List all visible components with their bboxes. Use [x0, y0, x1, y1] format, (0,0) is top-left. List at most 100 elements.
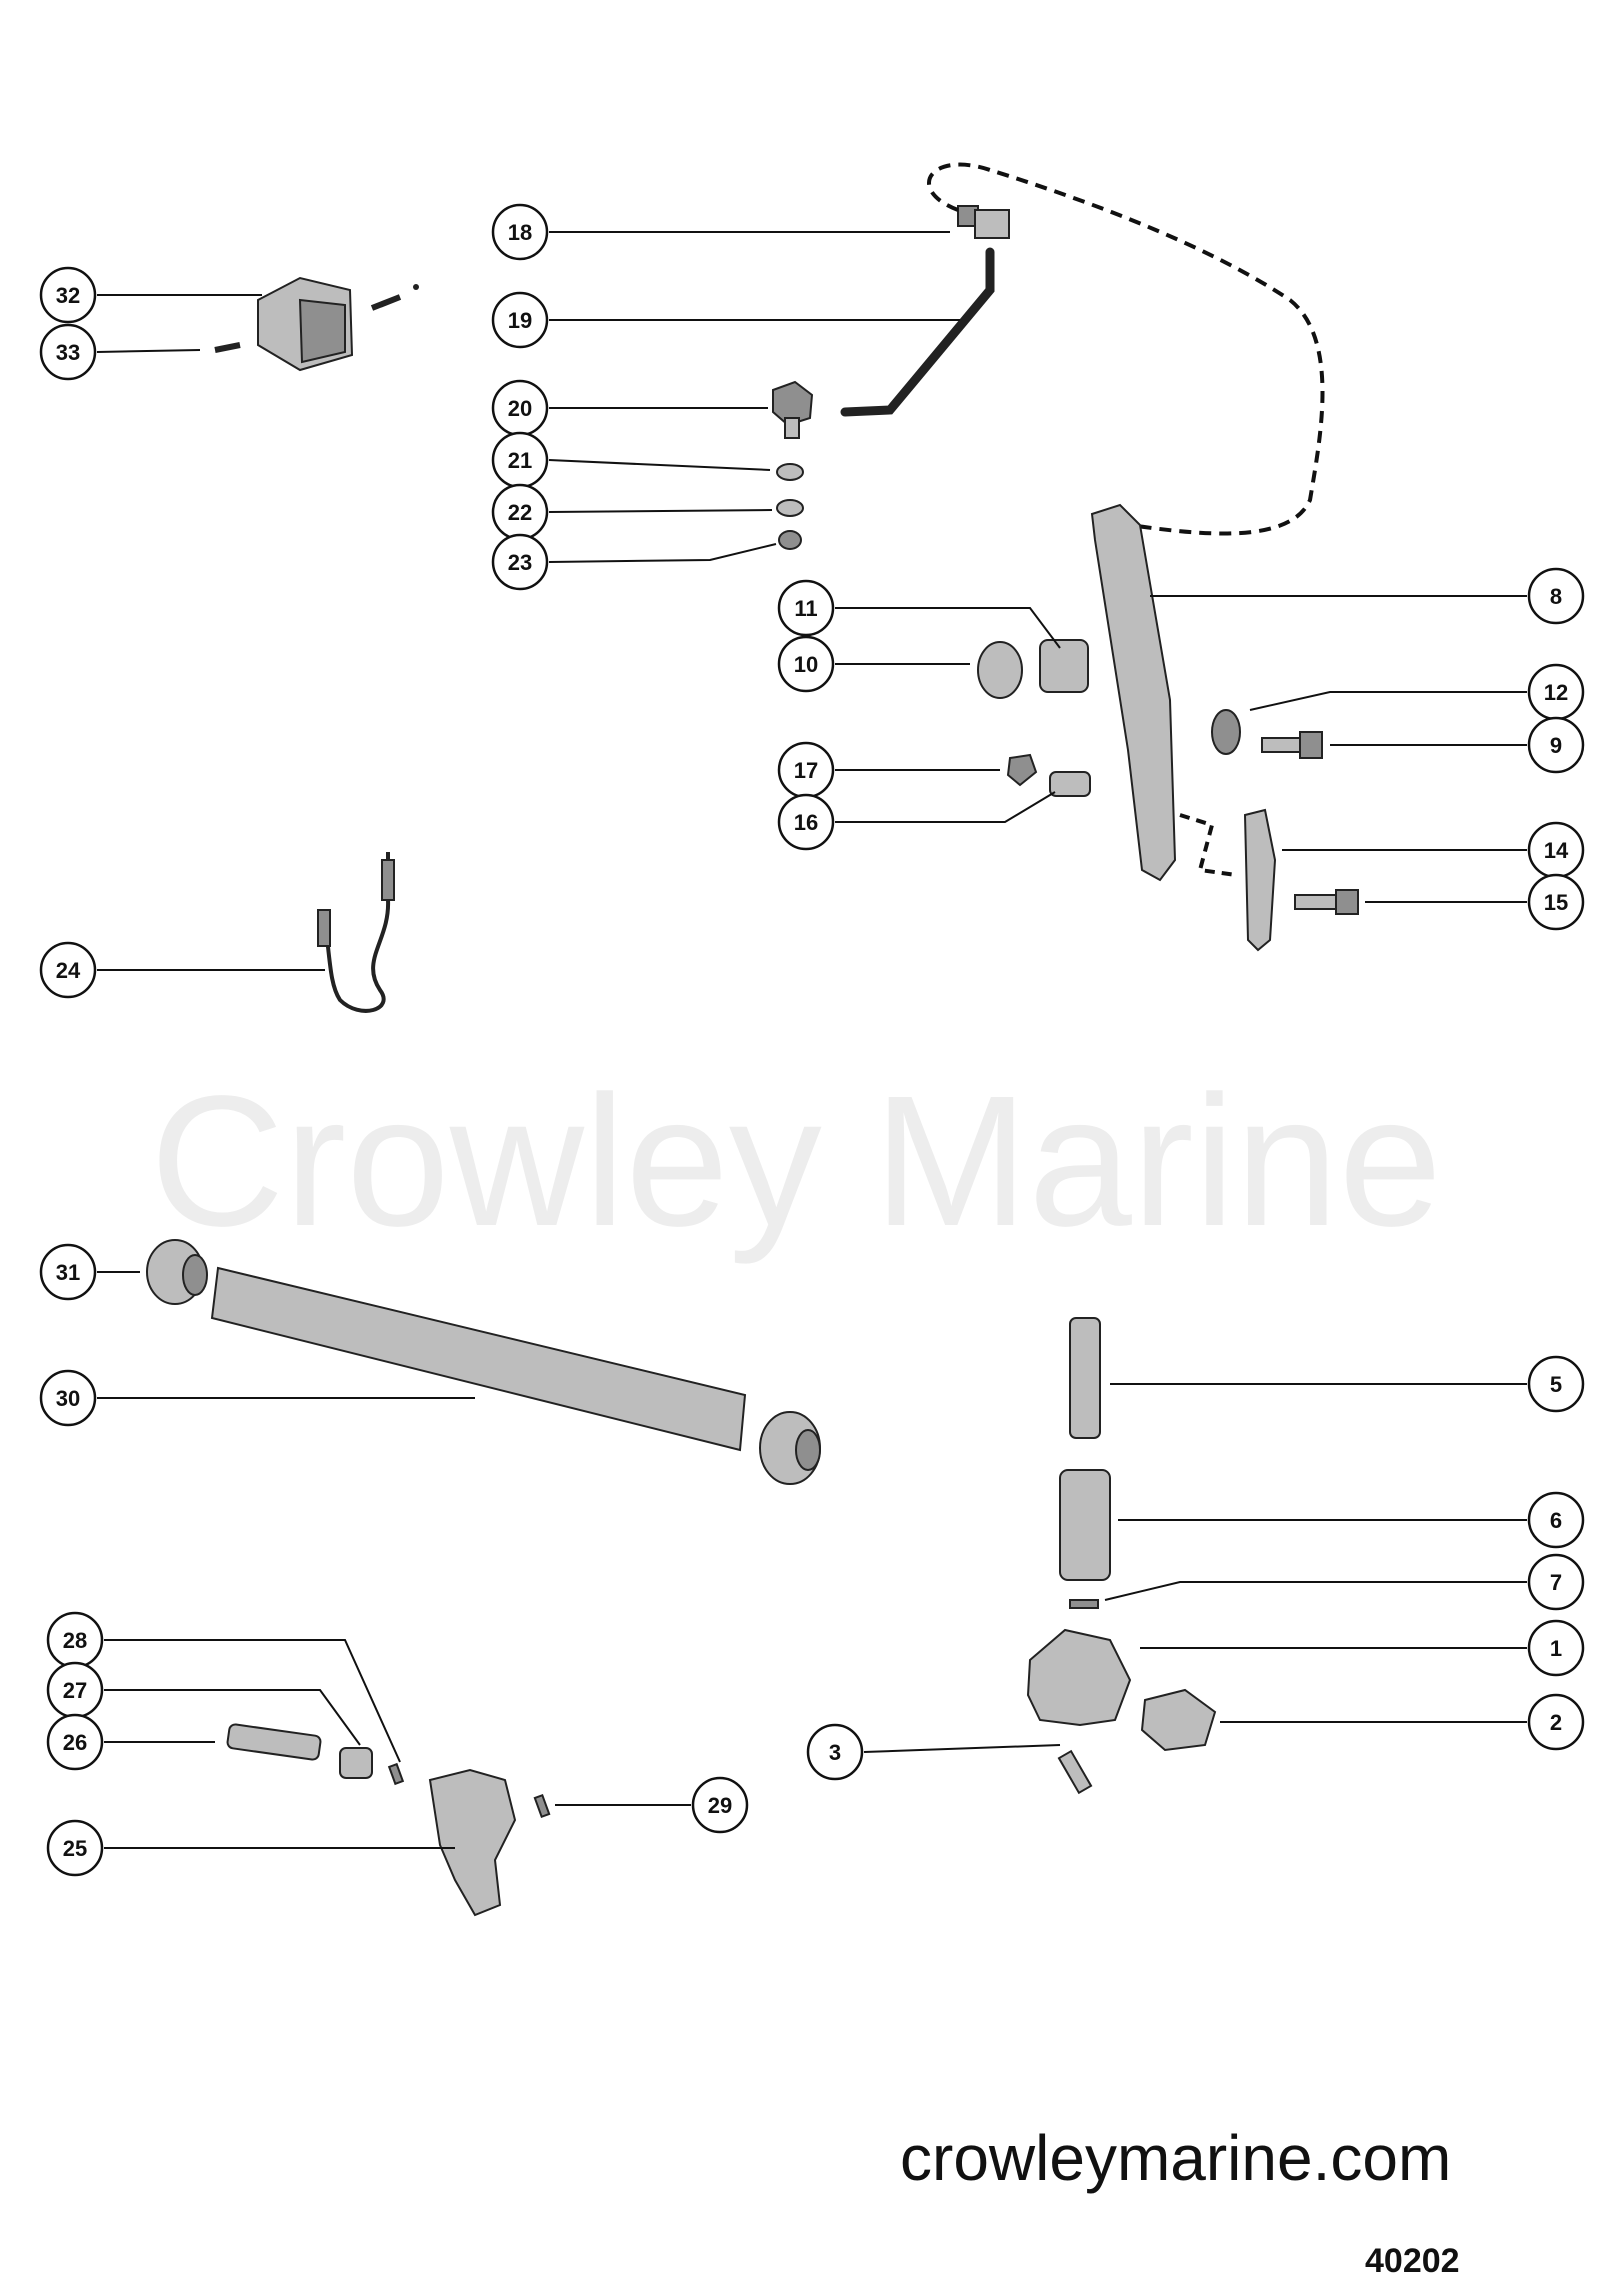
diagram-number: 40202	[1365, 2242, 1460, 2280]
callout-31-circle	[39, 1243, 97, 1301]
callout-7: 7	[1104, 1553, 1585, 1611]
callout-23: 23	[491, 533, 777, 591]
callout-6: 6	[1118, 1491, 1585, 1549]
callout-26: 26	[46, 1713, 215, 1771]
callout-7-number: 7	[1550, 1570, 1562, 1595]
part-29-pin	[533, 1793, 551, 1819]
callout-11-circle	[777, 579, 835, 637]
part-32-screw	[370, 284, 419, 311]
callout-30: 30	[39, 1369, 475, 1427]
part-10-washer	[977, 641, 1023, 699]
callout-8: 8	[1150, 567, 1585, 625]
part-14-link	[1243, 808, 1277, 952]
callout-15-number: 15	[1544, 890, 1568, 915]
part-25-lever	[428, 1768, 517, 1917]
callout-16-leader-line	[835, 791, 1056, 823]
part-5-pin	[1069, 1317, 1101, 1439]
callout-33-leader-line	[96, 349, 201, 353]
callout-2-circle	[1527, 1693, 1585, 1751]
part-2-block	[1140, 1688, 1217, 1752]
callout-9-number: 9	[1550, 733, 1562, 758]
callout-11-number: 11	[794, 596, 817, 621]
callout-7-leader-line	[1104, 1581, 1527, 1601]
callout-24-number: 24	[56, 958, 81, 983]
callout-3: 3	[806, 1723, 1061, 1781]
callout-19-number: 19	[508, 308, 532, 333]
part-18-screw	[957, 205, 1010, 239]
callout-1: 1	[1140, 1619, 1585, 1677]
part-30-tube	[210, 1266, 747, 1452]
part-7-pin	[1069, 1599, 1099, 1609]
part-8-lever	[1090, 503, 1177, 882]
callout-29-number: 29	[708, 1793, 732, 1818]
callout-19: 19	[491, 291, 960, 349]
callout-14-number: 14	[1544, 838, 1569, 863]
callout-5: 5	[1110, 1355, 1585, 1413]
callout-22-number: 22	[508, 500, 532, 525]
callout-24: 24	[39, 941, 325, 999]
part-26-pin	[226, 1723, 322, 1761]
callout-14: 14	[1282, 821, 1585, 879]
callout-30-number: 30	[56, 1386, 80, 1411]
callout-16-circle	[777, 793, 835, 851]
callout-7-circle	[1527, 1553, 1585, 1611]
callout-24-circle	[39, 941, 97, 999]
callout-3-leader-line	[863, 1744, 1061, 1753]
part-23-nut	[778, 530, 802, 550]
part-32-bracket	[257, 276, 354, 372]
callout-33-circle	[39, 323, 97, 381]
callout-19-circle	[491, 291, 549, 349]
callout-17: 17	[777, 741, 1000, 799]
callout-20-number: 20	[508, 396, 532, 421]
callout-10: 10	[777, 635, 970, 693]
callout-25-number: 25	[63, 1836, 87, 1861]
callout-9-circle	[1527, 716, 1585, 774]
callout-3-circle	[806, 1723, 864, 1781]
callout-2-number: 2	[1550, 1710, 1562, 1735]
callout-28-number: 28	[63, 1628, 87, 1653]
callout-31-number: 31	[56, 1260, 80, 1285]
callout-21: 21	[491, 431, 771, 489]
callout-32-number: 32	[56, 283, 80, 308]
part-12-washer	[1211, 709, 1241, 755]
callout-29-circle	[691, 1776, 749, 1834]
watermark-text: Crowley Marine	[150, 1058, 1442, 1265]
callout-18-circle	[491, 203, 549, 261]
callout-11: 11	[777, 579, 1061, 649]
callout-32: 32	[39, 266, 262, 324]
callout-25-circle	[46, 1819, 104, 1877]
callout-17-number: 17	[794, 758, 818, 783]
callout-29: 29	[555, 1776, 749, 1834]
callout-26-circle	[46, 1713, 104, 1771]
callout-3-number: 3	[829, 1740, 841, 1765]
callout-12-number: 12	[1544, 680, 1568, 705]
part-15-screw	[1294, 889, 1359, 915]
part-1-bracket	[1026, 1628, 1132, 1727]
callout-21-number: 21	[508, 448, 532, 473]
callout-10-number: 10	[794, 652, 818, 677]
callout-28-leader-line	[104, 1639, 401, 1763]
callout-1-number: 1	[1550, 1636, 1562, 1661]
part-17-nut	[1006, 753, 1038, 787]
callout-8-circle	[1527, 567, 1585, 625]
part-9-screw	[1261, 731, 1323, 759]
callout-5-number: 5	[1550, 1372, 1562, 1397]
part-24-terminal-bottom	[317, 909, 331, 947]
callout-32-circle	[39, 266, 97, 324]
callout-23-leader-line	[548, 543, 777, 563]
callout-8-number: 8	[1550, 584, 1562, 609]
website-text: crowleymarine.com	[900, 2122, 1451, 2194]
callout-9: 9	[1330, 716, 1585, 774]
callout-23-number: 23	[508, 550, 532, 575]
callout-12: 12	[1249, 663, 1585, 721]
part-24-terminal-top	[381, 859, 395, 901]
callout-10-circle	[777, 635, 835, 693]
callout-26-number: 26	[63, 1730, 87, 1755]
part-30-end-bushing	[759, 1411, 821, 1485]
callout-31: 31	[39, 1243, 140, 1301]
callout-33: 33	[39, 323, 201, 381]
callout-28: 28	[46, 1611, 401, 1763]
callout-22: 22	[491, 483, 773, 541]
part-24-wire	[323, 852, 391, 1013]
